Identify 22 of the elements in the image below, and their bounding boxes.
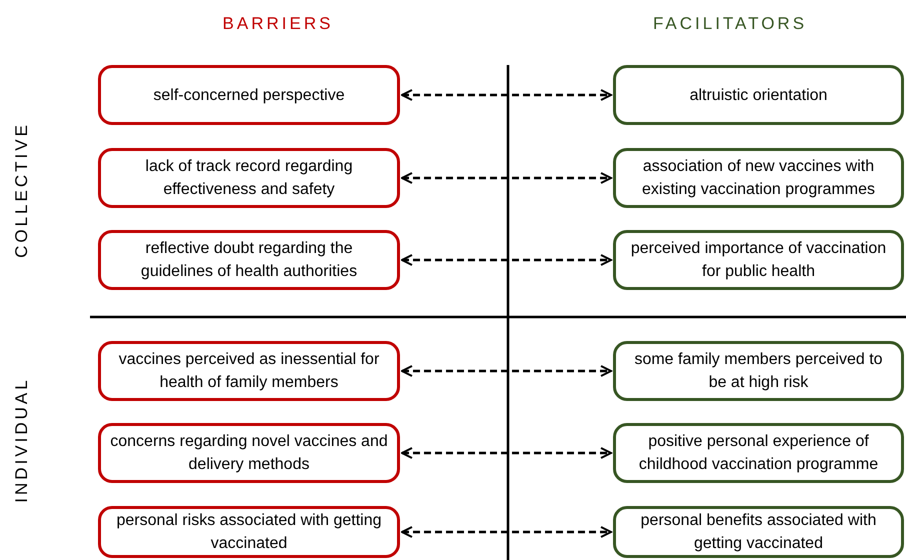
factor-box: concerns regarding novel vaccines and delivery methods: [98, 423, 400, 483]
row-heading: INDIVIDUAL: [12, 377, 32, 503]
double-arrow: [401, 89, 612, 101]
row-heading: COLLECTIVE: [12, 122, 32, 258]
factor-box: some family members perceived to be at high risk: [613, 341, 904, 401]
column-heading: FACILITATORS: [652, 14, 808, 34]
double-arrow: [401, 526, 612, 538]
factor-box: vaccines perceived as inessential for health of family members: [98, 341, 400, 401]
factor-box: altruistic orientation: [613, 65, 904, 125]
double-arrow: [401, 254, 612, 266]
double-arrow: [401, 447, 612, 459]
factor-box: personal risks associated with getting vaccinated: [98, 506, 400, 558]
double-arrow: [401, 172, 612, 184]
factor-box: reflective doubt regarding the guidelines of health authorities: [98, 230, 400, 290]
column-heading: BARRIERS: [222, 14, 334, 34]
factor-box: association of new vaccines with existing vaccination programmes: [613, 148, 904, 208]
factor-box: lack of track record regarding effectiveness and safety: [98, 148, 400, 208]
double-arrow: [401, 365, 612, 377]
factor-box: perceived importance of vaccination for public health: [613, 230, 904, 290]
factor-box: personal benefits associated with getting vaccinated: [613, 506, 904, 558]
factor-box: positive personal experience of childhood vaccination programme: [613, 423, 904, 483]
factor-box: self-concerned perspective: [98, 65, 400, 125]
